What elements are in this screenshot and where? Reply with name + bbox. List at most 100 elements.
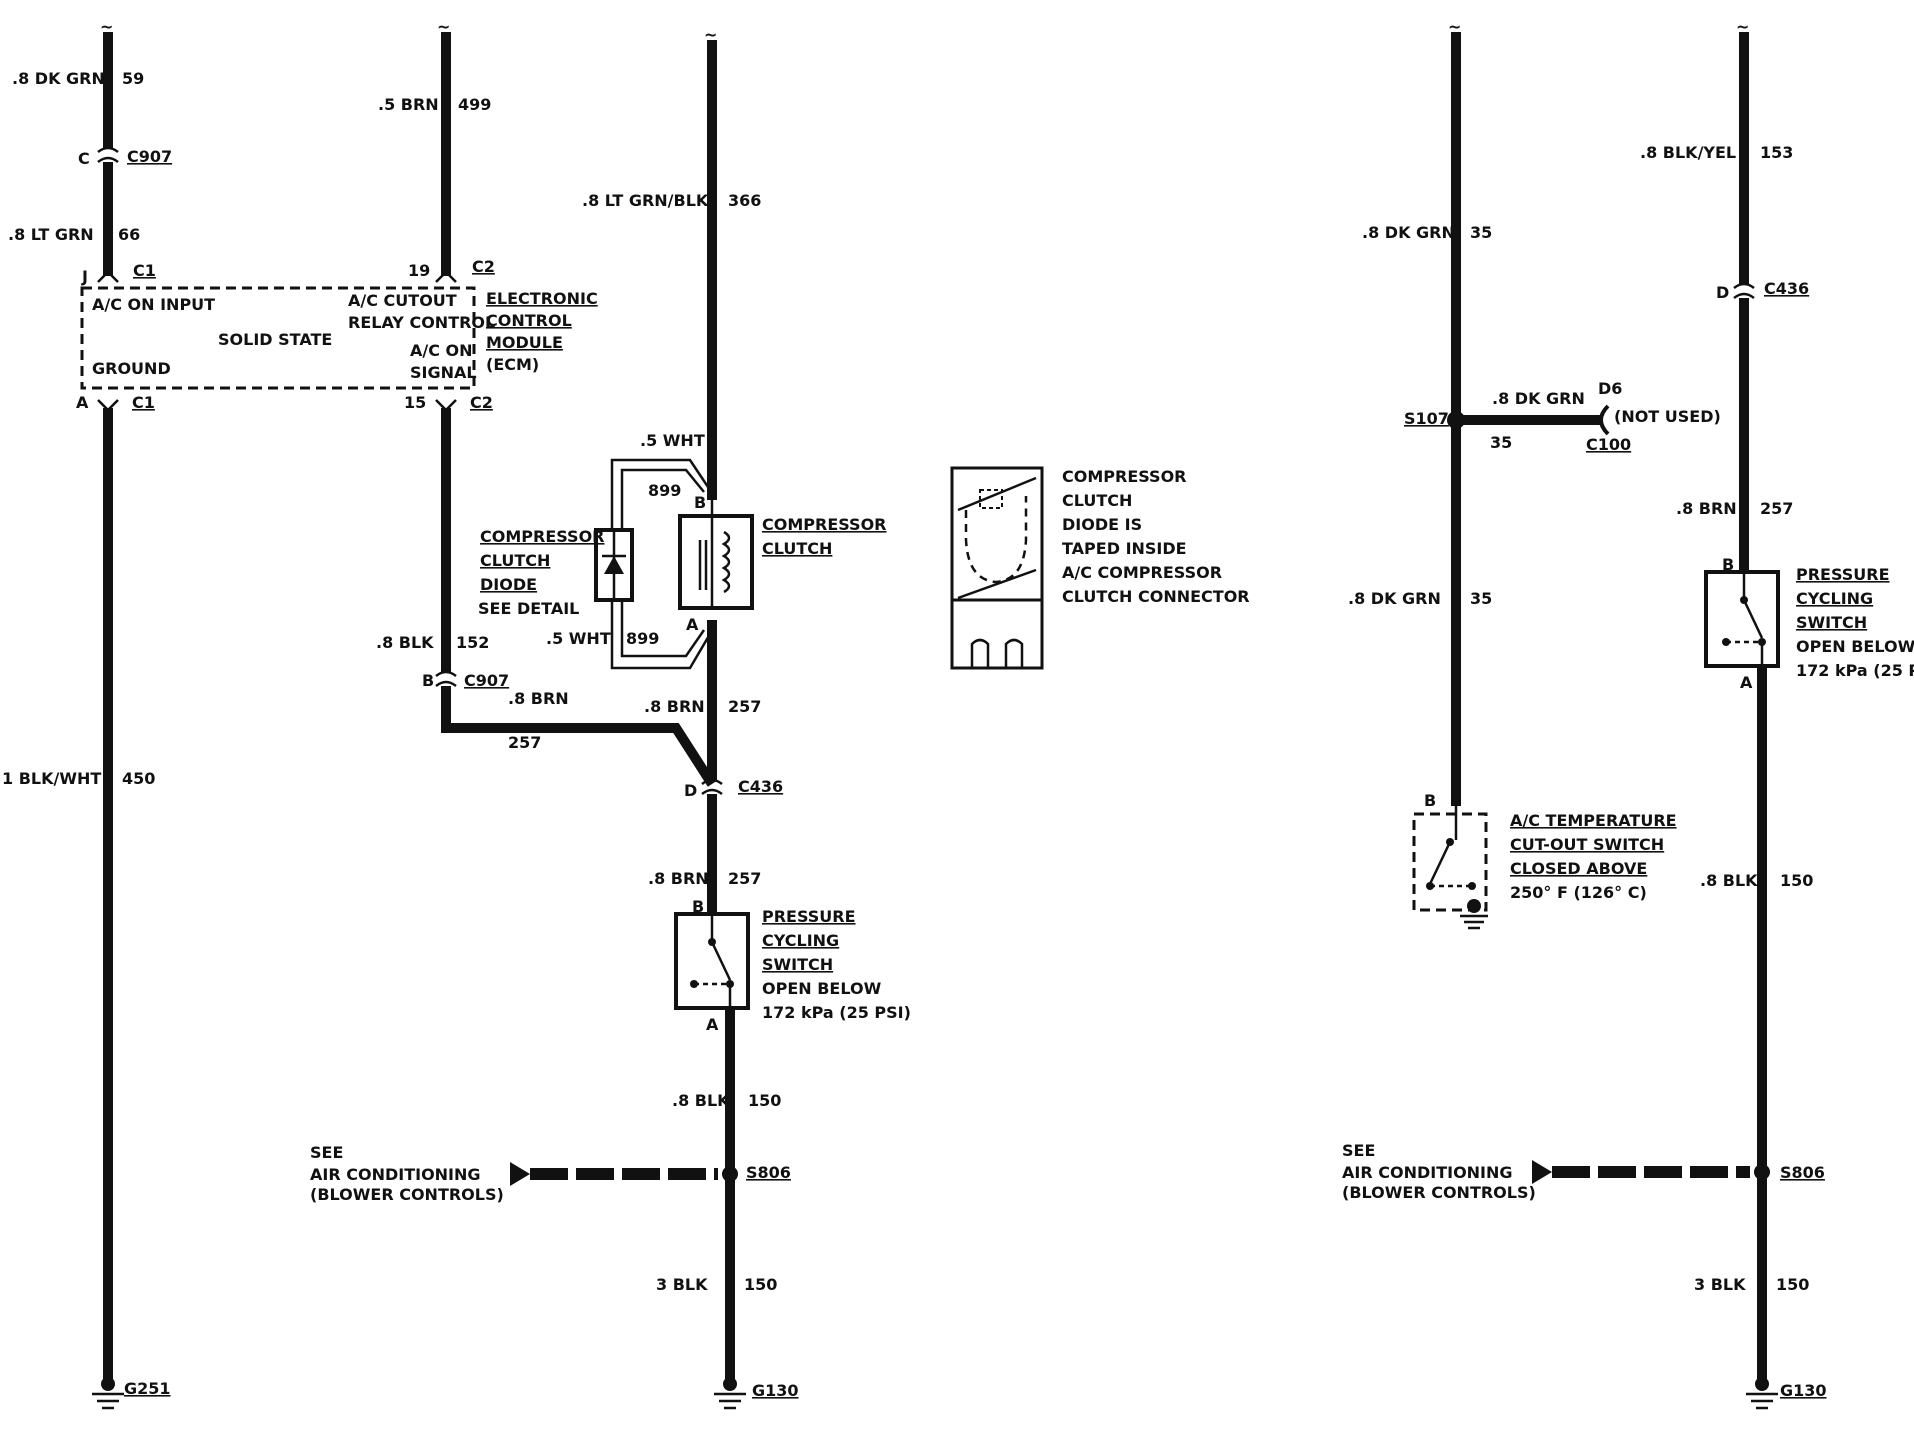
wire-35b-size: .8 DK GRN — [1492, 389, 1585, 408]
temp-switch-label-3: CLOSED ABOVE — [1510, 859, 1647, 878]
detail-label-1: COMPRESSOR — [1062, 467, 1187, 486]
clutch-label-2: CLUTCH — [762, 539, 832, 558]
ecm-solid-state: SOLID STATE — [218, 330, 332, 349]
pcs-right-pin-b: B — [1722, 555, 1734, 574]
ecm-title-1: ELECTRONIC — [486, 289, 598, 308]
detail-label-6: CLUTCH CONNECTOR — [1062, 587, 1250, 606]
pcs-right-pin-a: A — [1740, 673, 1753, 692]
c1-terminal-top — [97, 270, 119, 283]
splice-s806-left-dot — [722, 1166, 738, 1182]
wire-35c-size: .8 DK GRN — [1348, 589, 1441, 608]
connector-c907-label: C907 — [127, 147, 172, 166]
wire-899a-circuit: 899 — [648, 481, 681, 500]
connector-c100-label: C100 — [1586, 435, 1631, 454]
see-ac-right-2: AIR CONDITIONING — [1342, 1163, 1513, 1182]
wire-153-size: .8 BLK/YEL — [1640, 143, 1736, 162]
connector-c2-bottom-label: C2 — [470, 393, 493, 412]
clutch-pin-a: A — [686, 615, 699, 634]
temp-cutout-circuit: ~ .8 DK GRN 35 S107 .8 DK GRN 35 D6 (NOT… — [1348, 17, 1721, 806]
diode-detail-illustration — [950, 466, 1044, 670]
wire-150r-b-size: 3 BLK — [1694, 1275, 1746, 1294]
wire-366-size: .8 LT GRN/BLK — [582, 191, 709, 210]
pcs-right-label-3: SWITCH — [1796, 613, 1867, 632]
compressor-feed-circuit: ~ .8 LT GRN/BLK 366 .5 WHT 899 .5 WHT 89… — [478, 25, 887, 914]
wire-257b-size: .8 BRN — [644, 697, 705, 716]
connector-c436-right-label: C436 — [1764, 279, 1809, 298]
see-ac-right-3: (BLOWER CONTROLS) — [1342, 1183, 1536, 1202]
break-mark: ~ — [1448, 17, 1461, 36]
pcs-right-label-1: PRESSURE — [1796, 565, 1890, 584]
connector-c1-top-label: C1 — [133, 261, 156, 280]
break-mark: ~ — [437, 17, 450, 36]
ecm-ac-cutout: A/C CUTOUT — [348, 291, 457, 310]
wire-66-circuit: 66 — [118, 225, 140, 244]
connector-c436-symbol — [701, 778, 723, 796]
wire-257b-circuit: 257 — [728, 697, 761, 716]
ecm-ac-input-circuit: ~ .8 DK GRN 59 C C907 .8 LT GRN 66 J C1 — [8, 17, 172, 286]
wire-899b-circuit: 899 — [626, 629, 659, 648]
diode-label-4: SEE DETAIL — [478, 599, 579, 618]
wire-152-size: .8 BLK — [376, 633, 434, 652]
connector-c2-top-label: C2 — [472, 257, 495, 276]
ecm-title-4: (ECM) — [486, 355, 539, 374]
ground-g130-left-label: G130 — [752, 1381, 799, 1400]
c2-terminal-top — [435, 270, 457, 283]
wire-150b-size: 3 BLK — [656, 1275, 708, 1294]
diode-label-2: CLUTCH — [480, 551, 550, 570]
connector-c907-lower-label: C907 — [464, 671, 509, 690]
pcs-right-label-5: 172 kPa (25 PSI) — [1796, 661, 1914, 680]
temp-switch-label-2: CUT-OUT SWITCH — [1510, 835, 1664, 854]
ground-g251-symbol — [92, 1377, 124, 1410]
wire-899b-size: .5 WHT — [546, 629, 611, 648]
ecm-module: A/C ON INPUT A/C CUTOUT RELAY CONTROL SO… — [80, 286, 598, 390]
wire-499-size: .5 BRN — [378, 95, 439, 114]
wire-257-horizontal — [441, 686, 717, 787]
wire-257c-size: .8 BRN — [648, 869, 709, 888]
wire-366-circuit: 366 — [728, 191, 761, 210]
wire-450-size: 1 BLK/WHT — [2, 769, 101, 788]
detail-label-5: A/C COMPRESSOR — [1062, 563, 1222, 582]
c907-pin-b: B — [422, 671, 434, 690]
pcs-right-label-2: CYCLING — [1796, 589, 1873, 608]
temp-switch-pin-b: B — [1424, 791, 1436, 810]
wire-35c-circuit: 35 — [1470, 589, 1492, 608]
ground-g130-right-label: G130 — [1780, 1381, 1827, 1400]
c1-pin-j: J — [81, 267, 88, 286]
connector-c100-symbol — [1599, 404, 1610, 436]
connector-c436-label: C436 — [738, 777, 783, 796]
splice-s107-label: S107 — [1404, 409, 1449, 428]
temp-switch-label-4: 250° F (126° C) — [1510, 883, 1647, 902]
wire-150b-circuit: 150 — [744, 1275, 777, 1294]
c100-not-used: (NOT USED) — [1614, 407, 1721, 426]
ground-g130-left-symbol — [714, 1377, 746, 1410]
temp-cutout-switch — [1412, 806, 1488, 930]
c436-right-pin-d: D — [1716, 283, 1729, 302]
compressor-clutch-coil — [678, 500, 754, 610]
wire-59-size: .8 DK GRN — [12, 69, 105, 88]
ground-g251-label: G251 — [124, 1379, 171, 1398]
ecm-relay-control: RELAY CONTROL — [348, 313, 495, 332]
wire-257a-size: .8 BRN — [508, 689, 569, 708]
wire-35a-size: .8 DK GRN — [1362, 223, 1455, 242]
wire-150a-size: .8 BLK — [672, 1091, 730, 1110]
splice-s806-right-dot — [1754, 1164, 1770, 1180]
pcs-left-label-1: PRESSURE — [762, 907, 856, 926]
connector-c1-bottom-label: C1 — [132, 393, 155, 412]
c100-pin-d6: D6 — [1598, 379, 1622, 398]
pcs-left-pin-a: A — [706, 1015, 719, 1034]
wire-150r-b-circuit: 150 — [1776, 1275, 1809, 1294]
connector-c436-right-symbol — [1733, 282, 1755, 300]
ac-signal-circuit: 15 C2 .8 BLK 152 B C907 .8 BRN 257 — [376, 393, 717, 787]
wire-150r-a-circuit: 150 — [1780, 871, 1813, 890]
wire-899a-size: .5 WHT — [640, 431, 705, 450]
pcs-left-pin-b: B — [692, 897, 704, 916]
wire-450-circuit: 450 — [122, 769, 155, 788]
see-ac-reference-left — [510, 1162, 718, 1186]
wire-499-group: ~ .5 BRN 499 19 C2 — [378, 17, 495, 283]
ecm-box — [80, 286, 476, 390]
wire-35a-circuit: 35 — [1470, 223, 1492, 242]
pcs-left-label-2: CYCLING — [762, 931, 839, 950]
break-mark: ~ — [100, 17, 113, 36]
ground-g130-right-symbol — [1746, 1377, 1778, 1410]
